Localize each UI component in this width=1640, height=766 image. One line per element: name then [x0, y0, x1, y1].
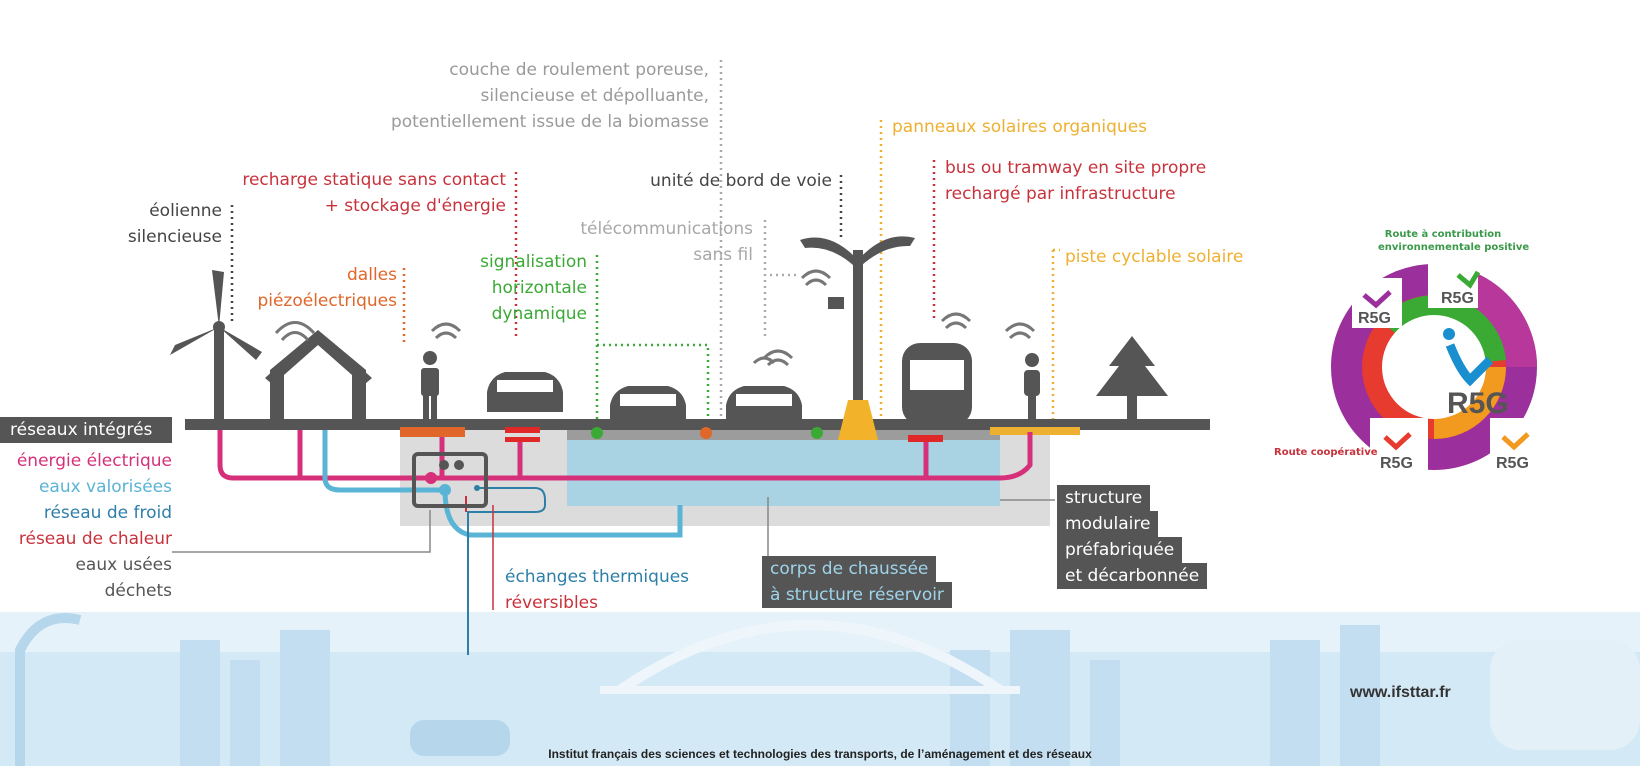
leader-lines: [230, 60, 1060, 430]
label-line: horizontale: [491, 278, 587, 298]
label-line: potentiellement issue de la biomasse: [390, 112, 709, 132]
label-line: échanges thermiques: [505, 567, 690, 587]
logo-mark-small: R5G: [1380, 455, 1413, 472]
label-roadside-unit: unité de bord de voie: [650, 171, 832, 191]
label-modular-structure: et décarbonnée: [1057, 563, 1208, 589]
wind-turbine-icon: [170, 270, 262, 420]
network-legend: énergie électrique eaux valorisées résea…: [17, 448, 172, 604]
label-solar-bike-lane: piste cyclable solaire: [1065, 247, 1244, 267]
pedestrian-icon: [421, 351, 439, 419]
legend-item-electric: énergie électrique: [16, 451, 172, 471]
label-line: bus ou tramway en site propre: [945, 158, 1207, 178]
label-line: silencieuse et dépolluante,: [480, 86, 709, 106]
skyline-background: [0, 612, 1640, 766]
label-line: piézoélectriques: [257, 291, 397, 311]
label-static-charging: recharge statique sans contact + stockag…: [242, 167, 506, 219]
label-piezo-slabs: dalles piézoélectriques: [257, 262, 397, 314]
utility-box: [412, 452, 488, 508]
label-line: éolienne: [149, 201, 222, 221]
tree-icon: [1096, 336, 1168, 419]
label-line: rechargé par infrastructure: [945, 184, 1176, 204]
ground-line: [185, 419, 1210, 430]
logo-mark-small: R5G: [1358, 310, 1391, 327]
label-line: + stockage d'énergie: [324, 196, 506, 216]
legend-item-heat: réseau de chaleur: [18, 529, 172, 549]
label-line: dalles: [347, 265, 397, 285]
label-wireless-telecom: télécommunications sans fil: [580, 216, 753, 268]
label-porous-surface: couche de roulement poreuse, silencieuse…: [391, 57, 709, 135]
r5g-logo: [1331, 258, 1540, 476]
label-line: sans fil: [693, 245, 753, 265]
car-icon: [610, 386, 686, 427]
label-modular-structure: préfabriquée: [1057, 537, 1183, 563]
house-icon: [265, 330, 372, 420]
website-link[interactable]: www.ifsttar.fr: [1350, 684, 1451, 701]
label-dynamic-signage: signalisation horizontale dynamique: [480, 249, 587, 327]
car-icon: [726, 386, 802, 427]
legend-item-wastewater: eaux usées: [75, 555, 172, 575]
car-icon: [487, 372, 563, 412]
label-line: télécommunications: [580, 219, 753, 239]
bus-icon: [902, 343, 972, 425]
label-line: couche de roulement poreuse,: [449, 60, 709, 80]
label-road-body: corps de chaussée: [762, 556, 937, 582]
label-bus-tramway: bus ou tramway en site propre rechargé p…: [945, 155, 1206, 207]
logo-mark-small: R5G: [1496, 455, 1529, 472]
label-wind-turbine: éolienne silencieuse: [128, 198, 222, 250]
label-line: réversibles: [505, 593, 598, 613]
street-lamp-icon: [800, 236, 915, 440]
legend-item-cold: réseau de froid: [43, 503, 172, 523]
legend-item-water: eaux valorisées: [38, 477, 172, 497]
label-line: silencieuse: [127, 227, 222, 247]
label-line: environnementale positive: [1378, 242, 1530, 253]
reservoir-layer: [567, 440, 1000, 506]
institute-name: Institut français des sciences et techno…: [548, 747, 1092, 761]
label-line: recharge statique sans contact: [242, 170, 506, 190]
logo-label-environmental: Route à contribution environnementale po…: [1378, 228, 1530, 254]
cyclist-icon: [1024, 353, 1040, 419]
label-modular-structure: structure: [1057, 485, 1151, 511]
label-line: signalisation: [480, 252, 587, 272]
logo-mark-small: R5G: [1441, 290, 1474, 307]
label-thermal-exchange: échanges thermiques réversibles: [505, 564, 689, 616]
label-modular-structure: modulaire: [1057, 511, 1159, 537]
logo-mark-main: R5G: [1447, 387, 1509, 420]
label-solar-panels: panneaux solaires organiques: [892, 117, 1148, 137]
wireless-signal-icons: [274, 269, 1036, 367]
label-line: dynamique: [491, 304, 587, 324]
logo-label-cooperative: Route coopérative: [1274, 447, 1378, 458]
label-line: Route à contribution: [1384, 229, 1502, 240]
piezo-slab: [400, 427, 465, 437]
legend-title: réseaux intégrés: [0, 417, 172, 443]
label-road-body: à structure réservoir: [762, 582, 952, 608]
solar-bike-lane: [990, 427, 1080, 435]
legend-item-waste: déchets: [104, 581, 172, 601]
